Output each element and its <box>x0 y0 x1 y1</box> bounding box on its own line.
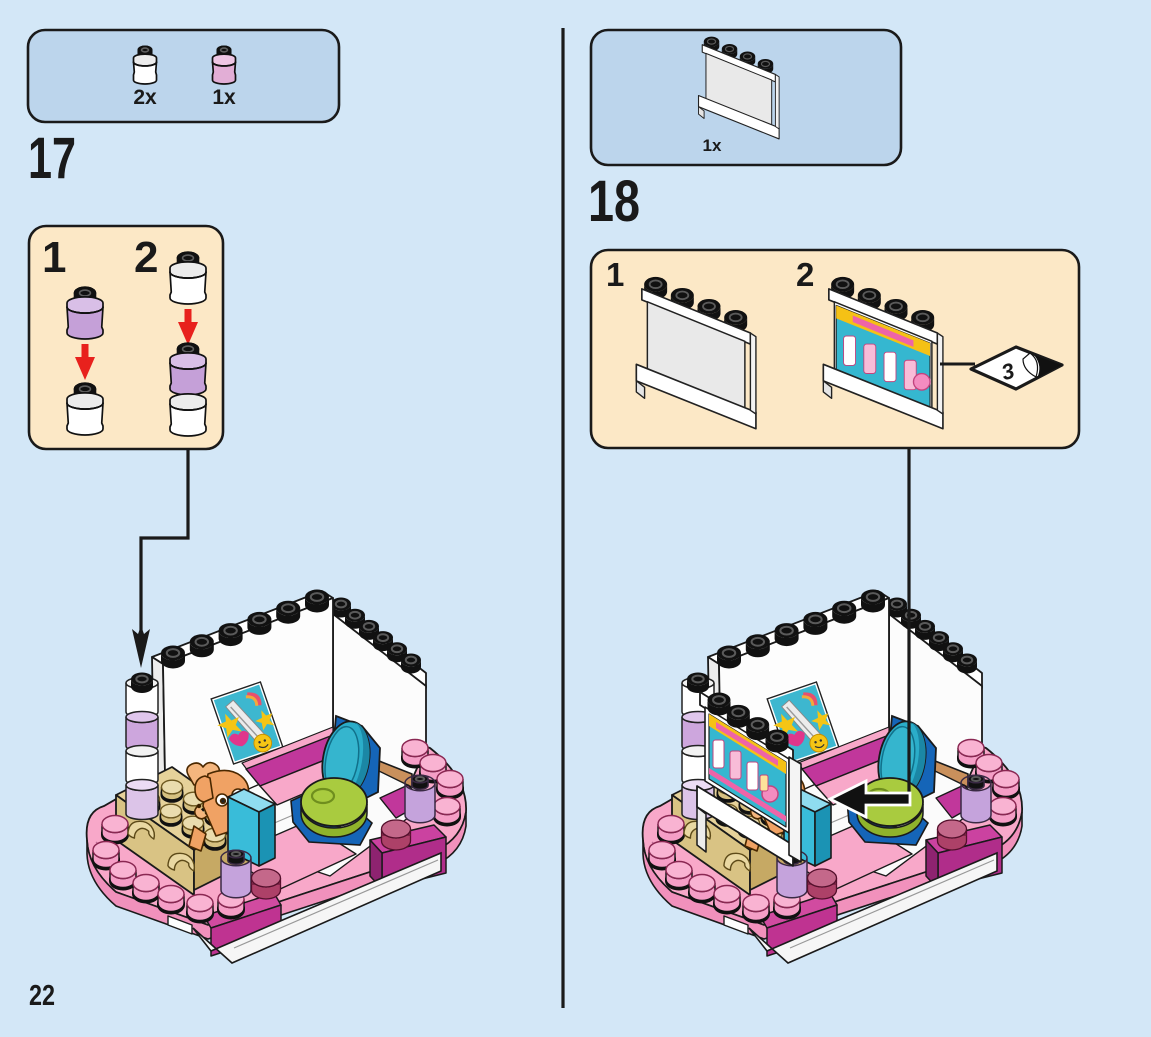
svg-text:18: 18 <box>588 169 640 234</box>
svg-text:17: 17 <box>28 126 76 191</box>
svg-text:2x: 2x <box>133 86 157 109</box>
svg-text:2: 2 <box>134 233 158 282</box>
svg-text:1x: 1x <box>703 136 722 155</box>
svg-text:22: 22 <box>29 980 55 1012</box>
svg-text:1: 1 <box>42 233 66 282</box>
svg-text:1: 1 <box>606 256 624 293</box>
svg-text:1x: 1x <box>212 86 236 109</box>
svg-text:2: 2 <box>796 256 814 293</box>
